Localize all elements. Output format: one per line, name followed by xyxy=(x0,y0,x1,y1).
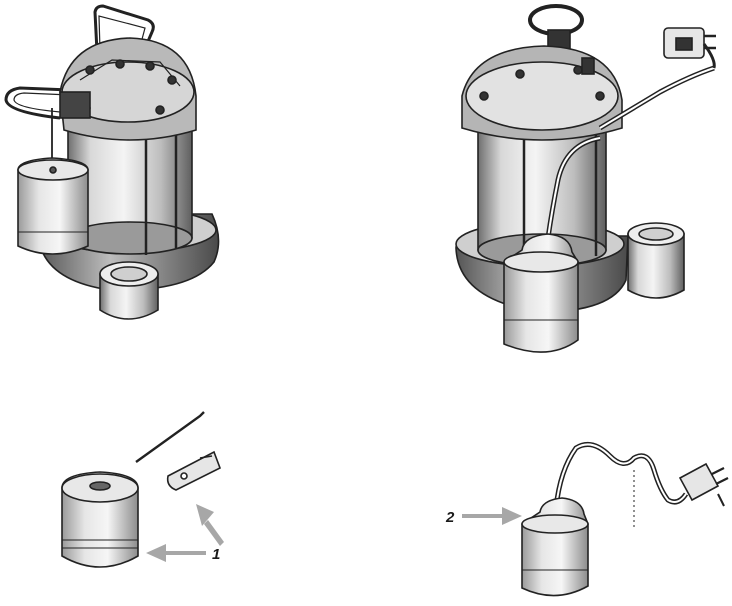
callout-2-arrow xyxy=(462,507,522,525)
kit-bracket xyxy=(168,452,220,490)
tethered-float-switch xyxy=(522,444,728,595)
vertical-float-pump xyxy=(6,6,219,319)
tethered-float-pump xyxy=(456,6,716,352)
vertical-float-kit xyxy=(62,412,220,567)
switch-float xyxy=(522,498,588,596)
callout-1-label: 1 xyxy=(212,546,220,563)
callout-2-label-group: 2 xyxy=(445,509,455,526)
callout-1-label-group: 1 xyxy=(212,546,220,563)
kit-float-rod xyxy=(136,412,204,462)
callout-2-label: 2 xyxy=(445,509,455,526)
